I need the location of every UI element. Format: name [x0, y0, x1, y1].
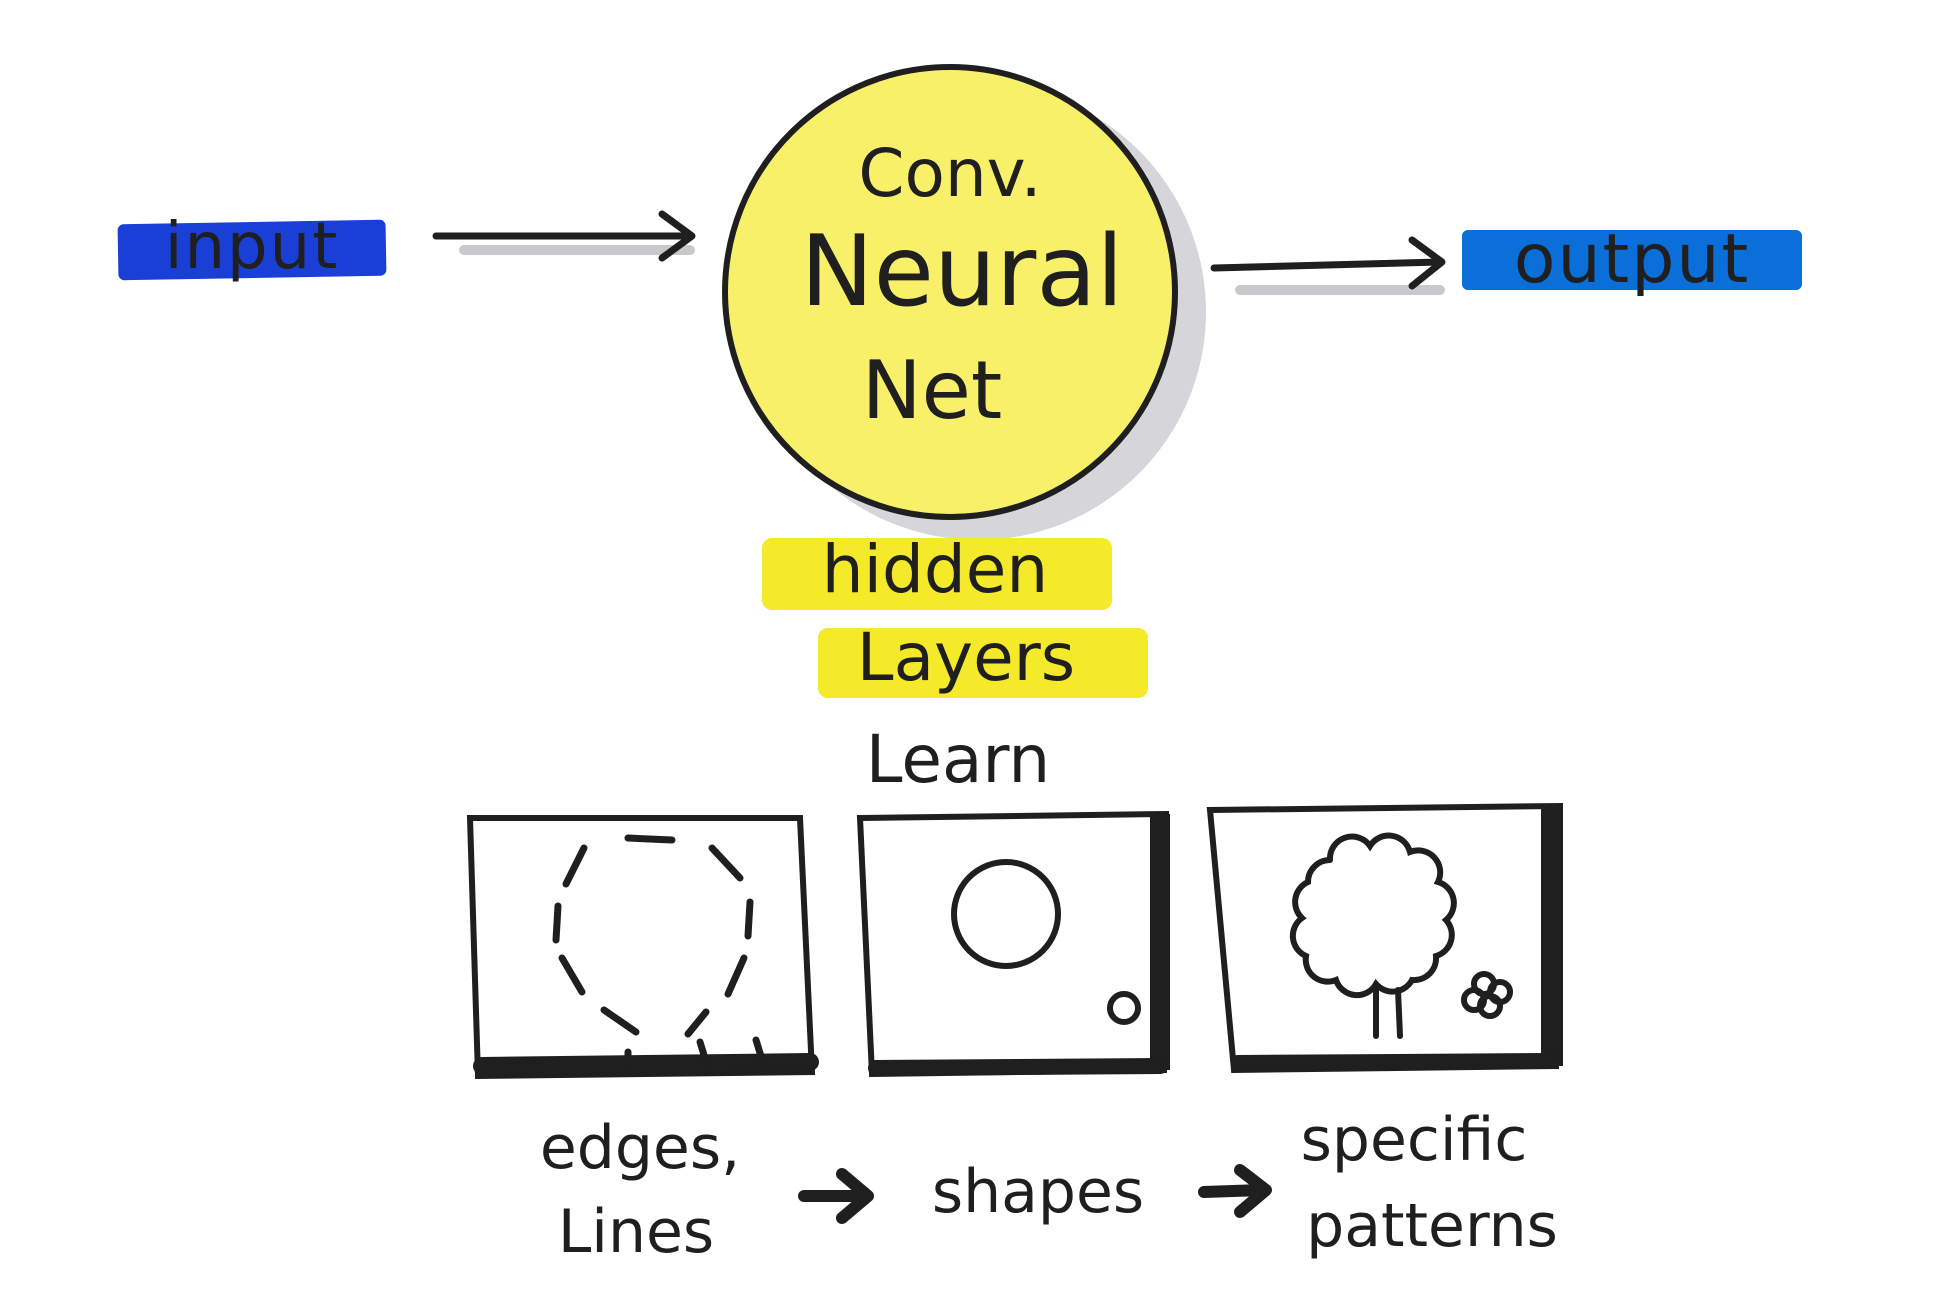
stage-shapes-label: shapes — [932, 1157, 1144, 1227]
net-label-line1: Conv. — [858, 135, 1041, 212]
stage-edges-line2: Lines — [558, 1197, 714, 1267]
learn-label: Learn — [866, 721, 1050, 798]
arrow-icon — [836, 1168, 874, 1224]
stage-edges-label: edges, Lines — [540, 1113, 740, 1267]
arrow-icon — [658, 210, 696, 262]
panel-edges — [466, 815, 819, 1080]
stage-shapes-line1: shapes — [932, 1157, 1144, 1227]
hidden-layers-label: hidden Layers — [762, 531, 1148, 698]
arrow-shapes-to-patterns — [1198, 1164, 1272, 1218]
output-label: output — [1514, 220, 1750, 299]
arrow-edges-to-shapes — [798, 1168, 874, 1224]
stage-edges-line1: edges, — [540, 1113, 740, 1183]
hidden-label-line2: Layers — [857, 619, 1075, 696]
arrow-icon — [1234, 1164, 1272, 1218]
hidden-label-line1: hidden — [822, 531, 1048, 608]
net-circle — [722, 64, 1178, 520]
hidden-highlight — [762, 538, 1112, 610]
arrow-input-to-net — [432, 210, 696, 262]
conv-neural-net-node: Conv. Neural Net — [722, 64, 1206, 540]
stage-patterns-line1: specific — [1301, 1105, 1528, 1175]
arrow-icon — [1408, 236, 1446, 290]
dashed-outline-icon — [552, 834, 768, 1074]
layers-highlight — [818, 628, 1148, 698]
input-highlight — [117, 219, 387, 281]
panel-patterns — [1206, 802, 1564, 1074]
output-node: output — [1462, 220, 1802, 299]
panel-shapes — [856, 810, 1170, 1078]
output-highlight — [1462, 230, 1802, 290]
stage-patterns-label: specific patterns — [1301, 1105, 1558, 1261]
arrow-net-to-output — [1210, 236, 1446, 295]
tree-flower-icon — [1289, 832, 1513, 1039]
input-node: input — [117, 210, 387, 284]
circle-shapes-icon — [951, 859, 1141, 1025]
net-label-line2: Neural — [800, 215, 1123, 329]
stage-patterns-line2: patterns — [1306, 1191, 1558, 1261]
input-label: input — [165, 210, 340, 284]
net-label-line3: Net — [862, 344, 1002, 437]
